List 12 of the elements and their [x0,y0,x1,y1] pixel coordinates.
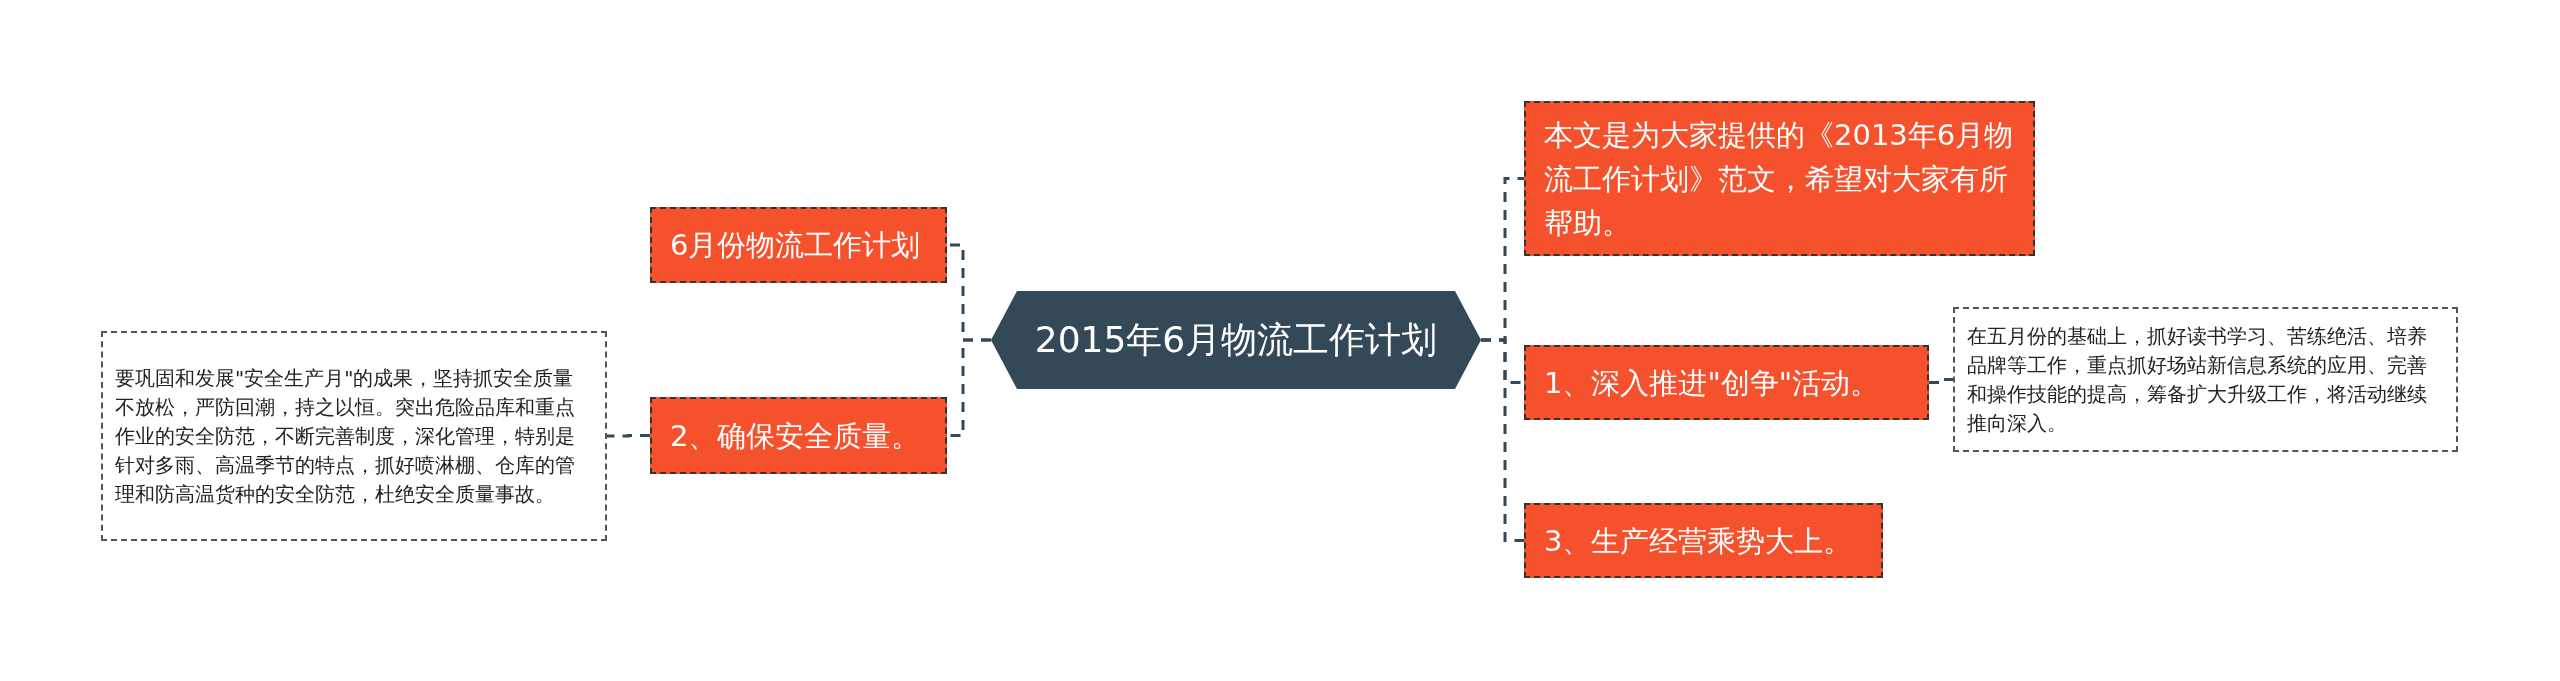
branch-box: 1、深入推进"创争"活动。 [1524,345,1929,420]
topic-hexagon [991,291,1481,389]
note-box: 在五月份的基础上，抓好读书学习、苦练绝活、培养品牌等工作，重点抓好场站新信息系统的应用、完善和操作技能的提高，筹备扩大升级工作，将活动继续推向深入。 [1953,307,2458,452]
branch-box: 6月份物流工作计划 [650,207,947,283]
branch-box: 2、确保安全质量。 [650,397,947,474]
note-box: 要巩固和发展"安全生产月"的成果，坚持抓安全质量不放松，严防回潮，持之以恒。突出危险品库和重点作业的安全防范，不断完善制度，深化管理，特别是针对多雨、高温季节的特点，抓好喷淋棚、仓库的管理和防高温货种的安全防范，杜绝安全质量事故。 [101,331,607,541]
connector-line [1929,378,1953,384]
connector-line [1481,338,1524,542]
branch-box: 本文是为大家提供的《2013年6月物流工作计划》范文，希望对大家有所帮助。 [1524,101,2035,256]
branch-box: 3、生产经营乘势大上。 [1524,503,1883,578]
topic-title: 2015年6月物流工作计划 [1034,317,1438,362]
connector-line [607,434,650,438]
